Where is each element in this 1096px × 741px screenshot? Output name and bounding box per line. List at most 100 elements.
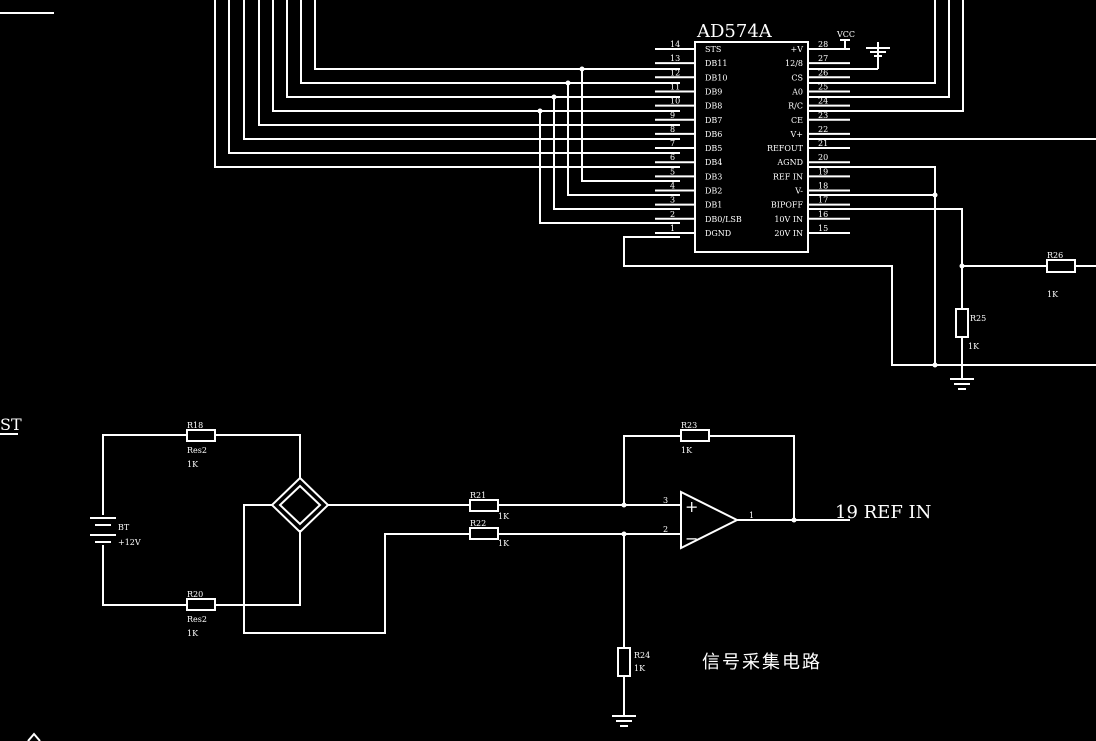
chip-pin-number: 16 (818, 210, 828, 219)
svg-text:R25: R25 (970, 314, 986, 323)
chip-pin-number: 8 (670, 125, 675, 134)
svg-text:−: − (685, 529, 698, 548)
resistor-r25: R25 1K (955, 308, 986, 351)
svg-text:1K: 1K (498, 512, 510, 521)
chip-pin-number: 5 (670, 167, 675, 176)
chip-pin-name: REF IN (773, 172, 803, 181)
chip-pin-number: 4 (670, 182, 675, 191)
svg-text:Res2: Res2 (187, 615, 207, 624)
chip-pin-number: 26 (818, 68, 828, 77)
opamp-icon: + − 3 2 1 (663, 490, 754, 550)
chip-pin-name: DB3 (705, 172, 722, 181)
chip-pin-name: DB1 (705, 201, 722, 210)
chip-pin-number: 6 (670, 153, 675, 162)
chip-pin-number: 18 (818, 182, 828, 191)
resistor-r20: R20 Res2 1K (186, 590, 216, 638)
svg-text:R20: R20 (187, 590, 203, 599)
chip-pin-number: 3 (670, 196, 675, 205)
resistor-r24: R24 1K (617, 647, 650, 677)
chip-pin-name: V+ (790, 130, 803, 139)
chip-pin-number: 20 (818, 153, 828, 162)
chip-pin-name: 20V IN (774, 229, 803, 238)
chip-pin-number: 15 (818, 224, 828, 233)
svg-text:+12V: +12V (118, 538, 141, 547)
chip-pin-name: +V (791, 45, 804, 54)
chip-pin-name: V- (794, 187, 803, 196)
chip-pin-name: DB10 (705, 73, 727, 82)
chip-pin-name: DB7 (705, 116, 722, 125)
svg-text:R24: R24 (634, 651, 650, 660)
chip-pin-number: 10 (670, 97, 680, 106)
chip-pin-number: 22 (818, 125, 828, 134)
ref-in-label: 19 REF IN (835, 502, 931, 523)
control-wires (808, 0, 1096, 378)
chip-pin-name: STS (705, 45, 721, 54)
chip-pin-name: DB0/LSB (705, 215, 742, 224)
chip-pin-number: 1 (670, 224, 675, 233)
svg-text:Res2: Res2 (187, 446, 207, 455)
chip-pin-name: BIPOFF (771, 201, 804, 210)
svg-text:R21: R21 (470, 491, 486, 500)
chip-pin-number: 17 (818, 196, 828, 205)
chip-pin-name: CE (791, 116, 803, 125)
chip-pin-name: DB5 (705, 144, 722, 153)
chip-pin-number: 28 (818, 40, 828, 49)
chip-pin-number: 19 (818, 167, 828, 176)
svg-text:1: 1 (749, 511, 754, 520)
svg-text:R26: R26 (1047, 251, 1063, 260)
ground-icon (950, 378, 974, 390)
svg-text:1K: 1K (187, 629, 199, 638)
chip-pin-number: 12 (670, 68, 680, 77)
ad574a-chip: AD574A 14STS13DB1112DB1011DB910DB89DB78D… (655, 21, 850, 253)
svg-text:1K: 1K (1047, 290, 1059, 299)
chip-pin-number: 21 (818, 139, 828, 148)
data-bus-wires (214, 0, 1096, 366)
battery-icon: BT +12V (90, 517, 141, 547)
chip-pin-name: 10V IN (774, 215, 803, 224)
svg-text:R23: R23 (681, 421, 697, 430)
resistor-r18: R18 Res2 1K (186, 421, 216, 469)
svg-text:1K: 1K (187, 460, 199, 469)
diagram-caption: 信号采集电路 (702, 652, 822, 673)
svg-text:1K: 1K (634, 664, 646, 673)
edge-label-st: ST (0, 415, 22, 434)
svg-text:2: 2 (663, 525, 668, 534)
chip-pin-number: 7 (670, 139, 675, 148)
chip-name: AD574A (696, 21, 773, 42)
svg-text:1K: 1K (968, 342, 980, 351)
chip-pin-name: DB4 (705, 158, 722, 167)
svg-text:1K: 1K (681, 446, 693, 455)
chip-pin-name: DB11 (705, 59, 727, 68)
chip-pin-number: 24 (818, 97, 828, 106)
chip-pin-number: 14 (670, 40, 680, 49)
chip-pin-number: 2 (670, 210, 675, 219)
ground-icon (612, 715, 636, 727)
svg-text:+: + (685, 497, 698, 516)
svg-text:R22: R22 (470, 519, 486, 528)
chip-pin-number: 25 (818, 82, 828, 91)
chip-pin-number: 23 (818, 111, 828, 120)
chip-pin-number: 27 (818, 54, 828, 63)
svg-text:3: 3 (663, 496, 668, 505)
vcc-label: VCC (836, 30, 855, 39)
chip-pin-name: 12/8 (785, 59, 803, 68)
chip-pin-name: AGND (776, 158, 803, 167)
bridge-sensor-icon (243, 476, 470, 634)
chip-pin-name: DB6 (705, 130, 722, 139)
svg-text:R18: R18 (187, 421, 203, 430)
svg-text:BT: BT (118, 523, 130, 532)
chip-pin-name: REFOUT (767, 144, 804, 153)
chip-pin-name: A0 (791, 87, 803, 96)
chip-pin-name: CS (791, 73, 803, 82)
chip-pin-name: DB2 (705, 187, 722, 196)
chip-pin-number: 13 (670, 54, 680, 63)
chip-pin-name: DB8 (705, 102, 722, 111)
chip-pin-name: DGND (705, 229, 731, 238)
resistor-r23: R23 1K (680, 421, 710, 455)
chip-pin-name: R/C (788, 102, 803, 111)
chip-pin-number: 11 (670, 82, 680, 91)
resistor-r26: R26 1K (1046, 251, 1076, 299)
svg-text:1K: 1K (498, 539, 510, 548)
chip-pin-name: DB9 (705, 87, 722, 96)
chip-pin-number: 9 (670, 111, 675, 120)
